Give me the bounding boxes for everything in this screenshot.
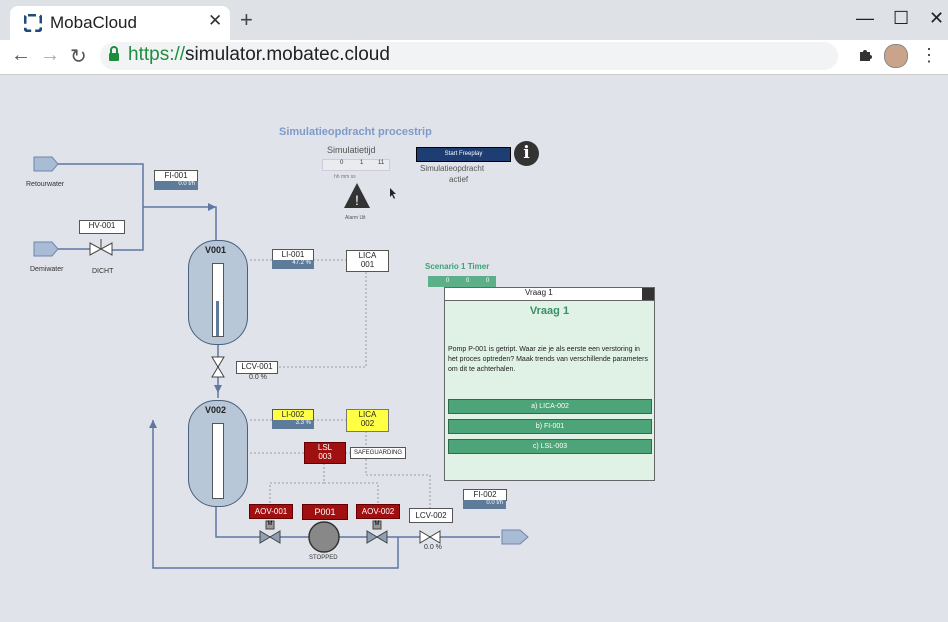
lcv002-tag[interactable]: LCV-002	[409, 508, 453, 523]
start-freeplay-button[interactable]: Start Freeplay	[416, 147, 511, 162]
mobacloud-logo-icon	[24, 14, 42, 32]
lcv001-tag[interactable]: LCV-001	[236, 361, 278, 374]
assignment-status-line1: Simulatieopdracht	[420, 164, 485, 173]
process-lines: !	[33, 156, 529, 569]
browser-tab[interactable]: MobaCloud ✕	[10, 6, 230, 40]
question-dialog: Vraag 1 Vraag 1 Pomp P-001 is getript. W…	[444, 287, 655, 481]
lock-icon	[108, 46, 120, 67]
address-bar[interactable]: https://simulator.mobatec.cloud	[100, 42, 838, 70]
aov002-mode: M	[374, 521, 380, 527]
fi002-value: 0.0 t/h	[463, 500, 506, 509]
safeguarding-label[interactable]: SAFEGUARDING	[350, 447, 406, 459]
lcv001-value: 0.0 %	[249, 374, 267, 381]
aov001-tag[interactable]: AOV-001	[249, 504, 293, 519]
answer-button-b[interactable]: b) FI-001	[448, 419, 652, 434]
sim-time-units: hh mm ss	[334, 174, 356, 180]
tab-bar: MobaCloud ✕ + — ☐ ✕	[0, 0, 948, 40]
vessel-v002[interactable]	[188, 400, 248, 507]
close-window-button[interactable]: ✕	[929, 8, 945, 28]
url-text: https://simulator.mobatec.cloud	[128, 44, 390, 65]
profile-avatar[interactable]	[884, 44, 908, 68]
extensions-icon[interactable]	[858, 46, 874, 67]
answer-button-c[interactable]: c) LSL-003	[448, 439, 652, 454]
info-icon[interactable]: i	[514, 141, 539, 166]
retourwater-label: Retourwater	[26, 181, 65, 188]
dialog-close-button[interactable]	[642, 288, 654, 300]
browser-menu-icon[interactable]: ⋮	[920, 45, 938, 65]
vessel-v001[interactable]	[188, 240, 248, 345]
alarm-label: Alarm Uit	[345, 215, 366, 221]
pump-state: STOPPED	[309, 555, 338, 561]
hv001-state: DICHT	[92, 268, 114, 275]
p001-tag[interactable]: P001	[302, 504, 348, 520]
scenario-timer-label: Scenario 1 Timer	[425, 262, 490, 271]
v002-label: V002	[205, 405, 227, 415]
sim-time-display: 0 1 11	[322, 159, 390, 171]
mouse-cursor-icon	[390, 188, 396, 199]
browser-toolbar: ← → ↻ https://simulator.mobatec.cloud ⋮	[0, 40, 948, 75]
simulator-canvas: ! Simulatieopdracht procestrip Simulatie…	[0, 75, 948, 622]
li002-value: 3.3 %	[272, 420, 314, 429]
reload-icon[interactable]: ↻	[70, 46, 87, 68]
fi001-value: 0.0 t/h	[154, 181, 198, 190]
dialog-bar-title: Vraag 1	[525, 288, 553, 297]
alarm-icon[interactable]	[344, 183, 370, 209]
dialog-title-bar[interactable]: Vraag 1	[445, 288, 654, 301]
aov002-tag[interactable]: AOV-002	[356, 504, 400, 519]
pump-p001-icon[interactable]	[309, 522, 339, 552]
hv001-tag[interactable]: HV-001	[79, 220, 125, 234]
dialog-question: Pomp P-001 is getript. Waar zie je als e…	[448, 346, 648, 373]
new-tab-button[interactable]: +	[240, 7, 253, 32]
v001-label: V001	[205, 245, 227, 255]
svg-text:!: !	[355, 192, 359, 208]
li001-value: 47.2 %	[272, 260, 314, 269]
aov001-mode: M	[267, 521, 273, 527]
sim-time-label: Simulatietijd	[327, 145, 376, 155]
minimize-button[interactable]: —	[856, 8, 874, 28]
tab-close-icon[interactable]: ✕	[208, 11, 223, 30]
assignment-status-line2: actief	[449, 175, 469, 184]
demiwater-label: Demiwater	[30, 266, 64, 273]
tab-title: MobaCloud	[50, 13, 137, 32]
scenario-timer-display: 0 0 0	[428, 276, 496, 287]
forward-icon[interactable]: →	[40, 44, 60, 66]
page-title: Simulatieopdracht procestrip	[279, 126, 432, 138]
answer-button-a[interactable]: a) LICA-002	[448, 399, 652, 414]
dialog-heading: Vraag 1	[529, 305, 570, 317]
back-icon[interactable]: ←	[11, 44, 31, 66]
maximize-button[interactable]: ☐	[893, 8, 910, 28]
lcv002-value: 0.0 %	[424, 544, 442, 551]
